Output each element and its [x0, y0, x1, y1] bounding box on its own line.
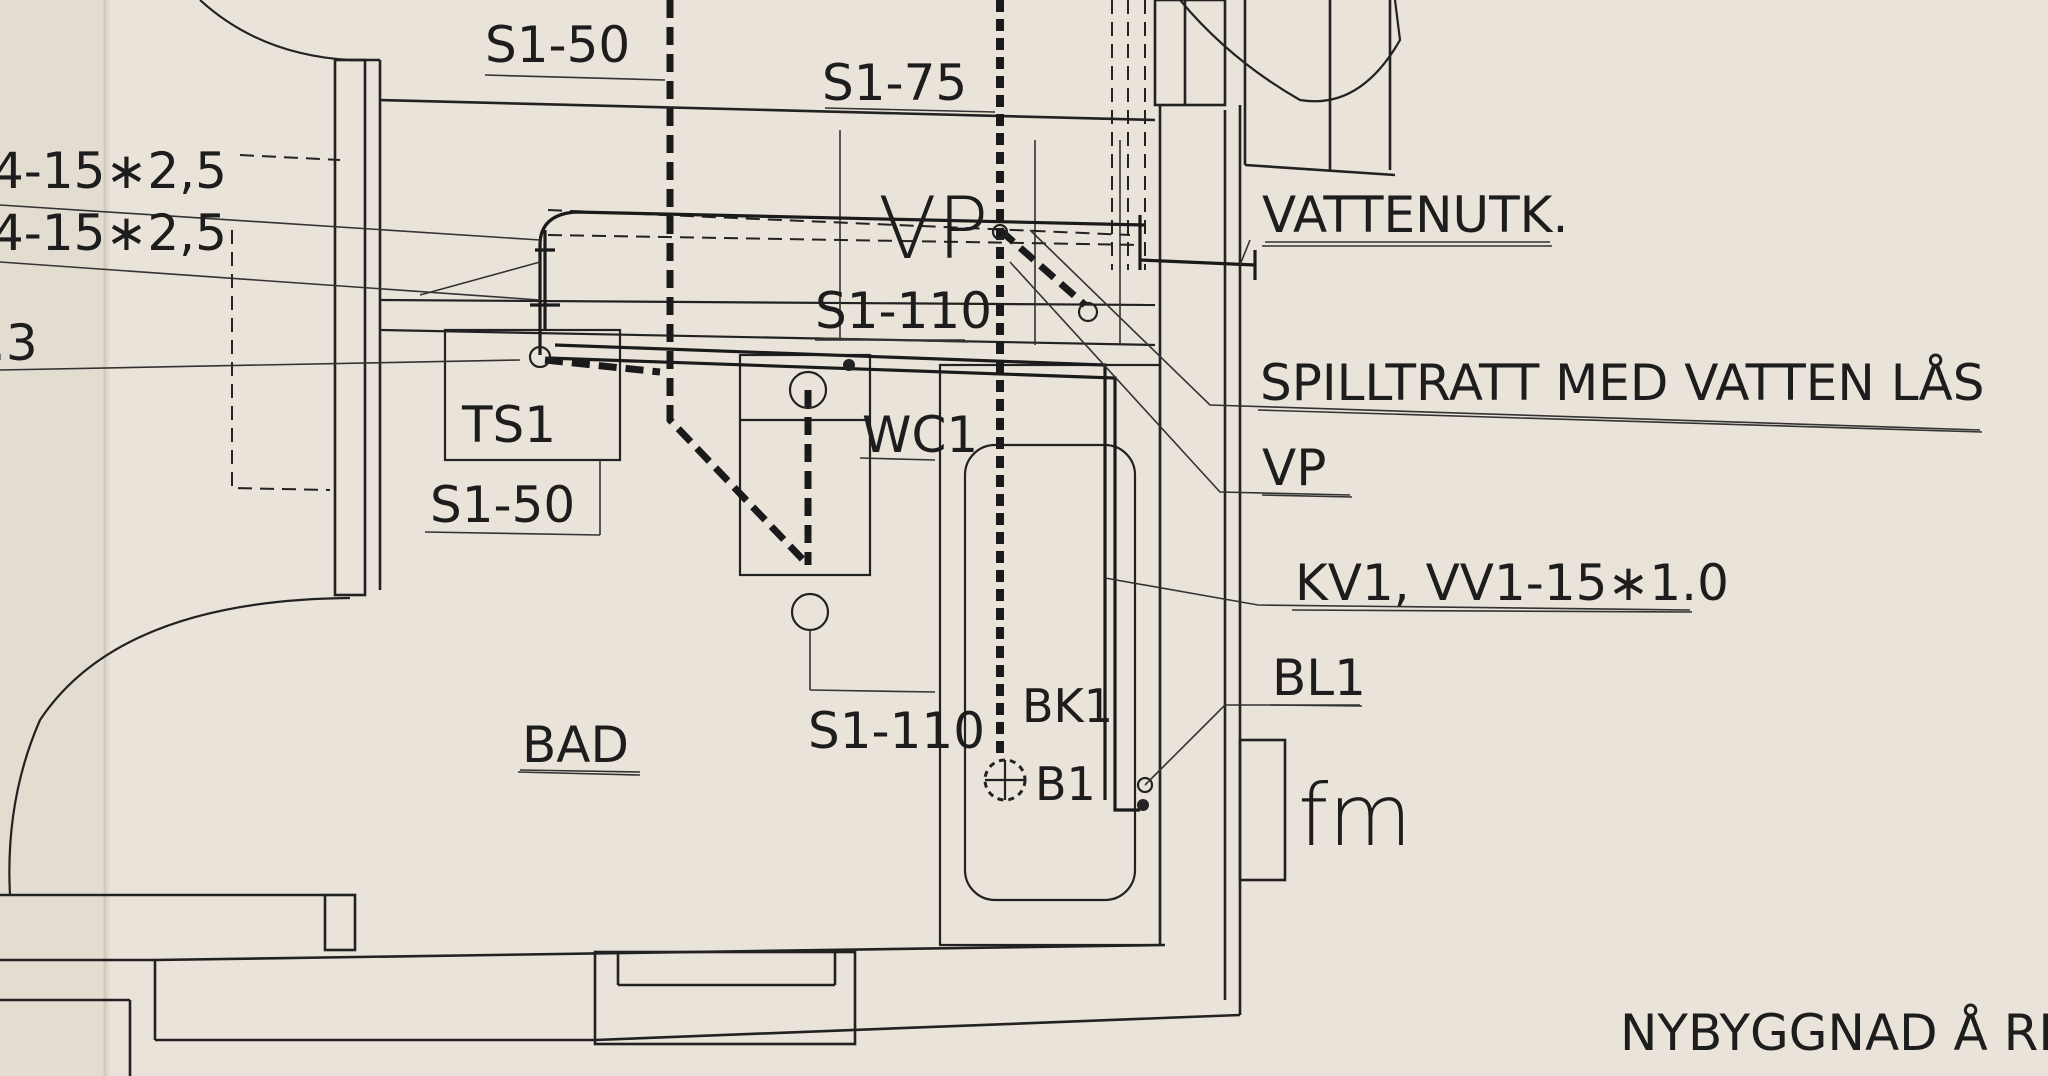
label-vattenutk: VATTENUTK. [1262, 186, 1568, 244]
bathtub-basin [963, 443, 1137, 902]
label-fm: fm [1298, 766, 1412, 866]
label-ts1: TS1 [461, 396, 556, 454]
label-spilltratt: SPILLTRATT MED VATTEN LÅS [1260, 354, 1985, 412]
label-bad: BAD [522, 716, 629, 774]
fixture-symbols [528, 223, 1154, 811]
label-underlines [517, 245, 1983, 776]
label-s1-50-top: S1-50 [485, 16, 630, 74]
label-s1-50-mid: S1-50 [430, 476, 575, 534]
door-swing-arcs [8, 0, 1402, 896]
label-s1-75: S1-75 [822, 54, 967, 112]
label-s1-110-low: S1-110 [808, 702, 985, 760]
label-vp: VP [1262, 439, 1326, 497]
label-bl1: BL1 [1272, 649, 1366, 707]
label-vp-hand: VP [878, 179, 989, 279]
spilltratt-symbol [1077, 301, 1099, 323]
wc1-upper-drain [788, 370, 828, 410]
vp-valve [991, 223, 1009, 241]
drain-lines [544, 0, 1088, 760]
label-s1-110-top: S1-110 [815, 282, 992, 340]
label-pipe-a: 4-15∗2,5 [0, 142, 227, 200]
label-b1: B1 [1035, 757, 1096, 811]
bl1-mixer [1136, 776, 1154, 794]
label-wc1: WC1 [862, 406, 978, 464]
label-kv1-vv1: KV1, VV1-15∗1.0 [1295, 554, 1729, 612]
label-bk1: BK1 [1022, 679, 1113, 733]
ts1-symbol [528, 345, 552, 369]
fixtures [379, 130, 1162, 947]
drawing-labels: S1-50 S1-75 4-15∗2,5 4-15∗2,5 .3 VP VATT… [0, 16, 2048, 1062]
title-block-text: NYBYGGNAD Å RISBE [1620, 1004, 2048, 1062]
label-edge-3: .3 [0, 314, 38, 372]
label-pipe-b: 4-15∗2,5 [0, 204, 227, 262]
bathtub [938, 363, 1162, 947]
